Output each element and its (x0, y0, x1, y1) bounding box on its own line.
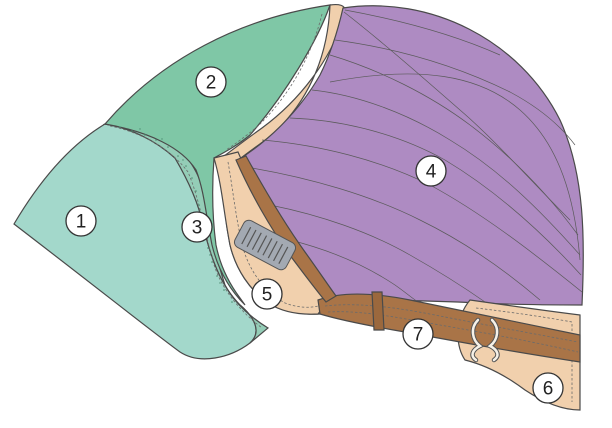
svg-text:2: 2 (206, 73, 217, 94)
label-part-5: 5 (251, 278, 283, 310)
strap-loop (371, 291, 385, 331)
crown-seams (251, 9, 583, 303)
label-part-4: 4 (415, 155, 447, 187)
label-part-3: 3 (181, 211, 213, 243)
svg-text:7: 7 (413, 325, 424, 346)
svg-text:1: 1 (76, 212, 87, 233)
part-2-top-section (103, 4, 331, 306)
label-part-6: 6 (532, 372, 564, 404)
svg-text:3: 3 (192, 218, 203, 239)
label-part-7: 7 (402, 318, 434, 350)
svg-text:4: 4 (426, 162, 437, 183)
svg-text:5: 5 (262, 285, 273, 306)
strap-hook-icon (470, 317, 500, 363)
inner-trim (235, 155, 337, 303)
label-part-1: 1 (65, 205, 97, 237)
svg-text:6: 6 (543, 379, 554, 400)
label-part-2: 2 (195, 66, 227, 98)
wig-clip-icon (233, 219, 297, 271)
